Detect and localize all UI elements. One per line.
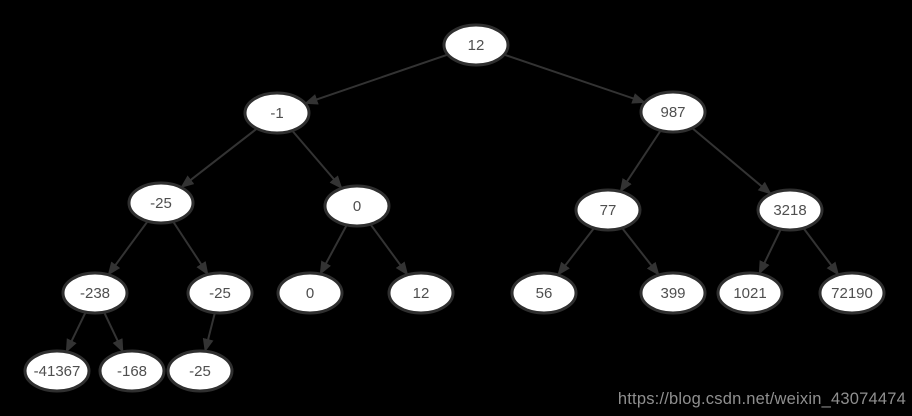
tree-edge-LR-LRR (369, 223, 409, 276)
tree-node-RL: 77 (574, 188, 642, 232)
tree-node-ellipse (23, 349, 91, 393)
tree-node-ellipse (127, 181, 195, 225)
tree-node-label: 12 (468, 37, 485, 54)
tree-node-RRR: 72190 (818, 271, 886, 315)
tree-node-label: -41367 (34, 363, 81, 380)
tree-edge-root-R (503, 53, 646, 104)
tree-node-root: 12 (442, 23, 510, 67)
tree-node-RRL: 1021 (716, 271, 784, 315)
tree-edge-LLL-LLLL (65, 311, 87, 353)
tree-node-ellipse (818, 271, 886, 315)
tree-node-LLR: -25 (186, 271, 254, 315)
tree-node-label: -238 (80, 285, 110, 302)
tree-node-LLLL: -41367 (23, 349, 91, 393)
tree-node-ellipse (510, 271, 578, 315)
tree-edge-LLR-LLRL (202, 312, 216, 353)
tree-node-ellipse (323, 184, 391, 228)
tree-node-label: -25 (209, 285, 231, 302)
tree-node-ellipse (639, 90, 707, 134)
tree-edge-LLL-LLLR (103, 311, 124, 353)
tree-edge-RR-RRL (758, 228, 782, 275)
tree-edge-LL-LLR (172, 220, 209, 276)
tree-node-ellipse (166, 349, 234, 393)
tree-node-ellipse (98, 349, 166, 393)
tree-edge-RR-RRR (802, 227, 840, 276)
tree-node-R: 987 (639, 90, 707, 134)
tree-edge-LL-LLL (107, 220, 149, 276)
tree-edge-L-LR (291, 129, 343, 190)
tree-node-LLLR: -168 (98, 349, 166, 393)
tree-node-ellipse (61, 271, 129, 315)
tree-node-ellipse (243, 91, 311, 135)
tree-node-label: 72190 (831, 285, 873, 302)
tree-node-RLR: 399 (639, 271, 707, 315)
tree-edge-R-RL (619, 129, 662, 193)
tree-node-label: -168 (117, 363, 147, 380)
edges-layer (65, 53, 840, 353)
tree-node-ellipse (387, 271, 455, 315)
tree-node-RR: 3218 (756, 188, 824, 232)
tree-edge-R-RR (691, 127, 772, 195)
tree-edge-LR-LRL (319, 224, 348, 275)
watermark-url: https://blog.csdn.net/weixin_43074474 (617, 390, 906, 408)
tree-node-label: -25 (189, 363, 211, 380)
tree-node-label: 987 (660, 104, 685, 121)
tree-node-label: 12 (413, 285, 430, 302)
tree-node-ellipse (756, 188, 824, 232)
tree-edge-root-L (304, 53, 449, 105)
tree-node-ellipse (276, 271, 344, 315)
tree-node-LLRL: -25 (166, 349, 234, 393)
tree-node-ellipse (639, 271, 707, 315)
tree-node-ellipse (442, 23, 510, 67)
tree-node-label: -25 (150, 195, 172, 212)
tree-edge-RL-RLL (557, 227, 595, 276)
tree-node-label: -1 (270, 105, 283, 122)
tree-node-RLL: 56 (510, 271, 578, 315)
tree-node-ellipse (716, 271, 784, 315)
tree-node-label: 1021 (733, 285, 766, 302)
tree-edge-L-LL (180, 127, 258, 189)
tree-node-LRL: 0 (276, 271, 344, 315)
tree-node-LRR: 12 (387, 271, 455, 315)
tree-node-LL: -25 (127, 181, 195, 225)
tree-node-ellipse (574, 188, 642, 232)
tree-node-L: -1 (243, 91, 311, 135)
tree-node-LR: 0 (323, 184, 391, 228)
tree-node-ellipse (186, 271, 254, 315)
tree-node-label: 56 (536, 285, 553, 302)
tree-node-label: 0 (353, 198, 361, 215)
nodes-layer: 12 -1 987 -25 0 77 3218 -238 -25 0 12 56 399 1021 7219… (23, 23, 886, 393)
tree-node-LLL: -238 (61, 271, 129, 315)
tree-node-label: 3218 (773, 202, 806, 219)
tree-edge-RL-RLR (621, 227, 660, 276)
tree-node-label: 0 (306, 285, 314, 302)
tree-node-label: 77 (600, 202, 617, 219)
tree-node-label: 399 (660, 285, 685, 302)
